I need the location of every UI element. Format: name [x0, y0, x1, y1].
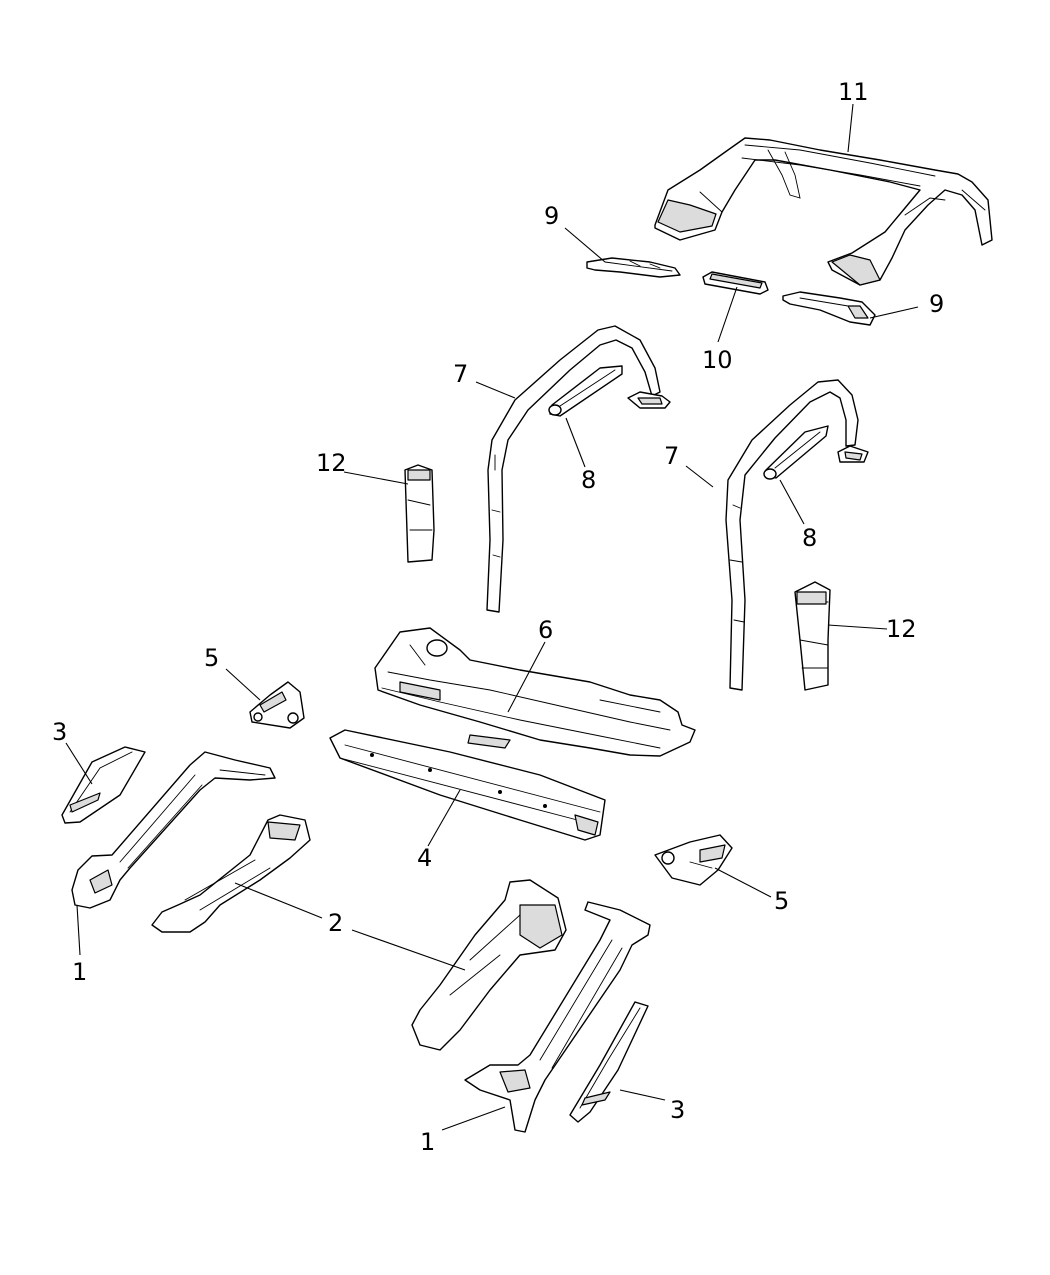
callout-12-right: 12 — [886, 615, 917, 643]
part-5-left-bracket — [249, 681, 305, 729]
part-8-left-bracket — [548, 365, 623, 417]
part-9-left-bracket — [586, 257, 681, 278]
part-9-right-bracket — [782, 291, 876, 326]
callout-9-right: 9 — [929, 290, 944, 318]
callout-8-left: 8 — [581, 466, 596, 494]
callout-4: 4 — [417, 844, 432, 872]
callout-5-left: 5 — [204, 644, 219, 672]
part-10-center-bracket — [702, 271, 769, 295]
part-12-right-trim — [794, 581, 831, 691]
part-4-crossmember — [329, 729, 606, 841]
part-3-right-trim — [569, 1001, 649, 1123]
callout-1-left: 1 — [72, 958, 87, 986]
part-1-right-pillar — [464, 901, 651, 1133]
callout-12-left: 12 — [316, 449, 347, 477]
part-11-rear-roll-bar — [654, 137, 993, 286]
part-2-left-trim — [151, 814, 311, 933]
callout-2: 2 — [328, 909, 343, 937]
callout-11: 11 — [838, 78, 869, 106]
part-8-right-bracket — [763, 425, 829, 480]
callout-9-left: 9 — [544, 202, 559, 230]
callout-3-right: 3 — [670, 1096, 685, 1124]
callout-5-right: 5 — [774, 887, 789, 915]
part-5-right-bracket — [654, 834, 733, 886]
part-12-left-trim — [404, 464, 435, 563]
callout-8-right: 8 — [802, 524, 817, 552]
callout-3-left: 3 — [52, 718, 67, 746]
callout-7-left: 7 — [453, 360, 468, 388]
leader-lines — [65, 103, 919, 1131]
part-2-right-trim — [411, 879, 567, 1051]
callout-labels: 11 9 9 10 7 7 8 8 12 12 6 5 5 4 3 3 2 1 … — [52, 78, 944, 1156]
part-1-left-pillar — [71, 751, 276, 909]
callout-10: 10 — [702, 346, 733, 374]
callout-6: 6 — [538, 616, 553, 644]
part-6-floor-pan — [374, 627, 696, 757]
part-3-left-trim — [61, 746, 146, 824]
part-7-right-hoop — [725, 379, 869, 691]
callout-7-right: 7 — [664, 442, 679, 470]
part-7-left-hoop — [486, 325, 671, 613]
callout-1-right: 1 — [420, 1128, 435, 1156]
